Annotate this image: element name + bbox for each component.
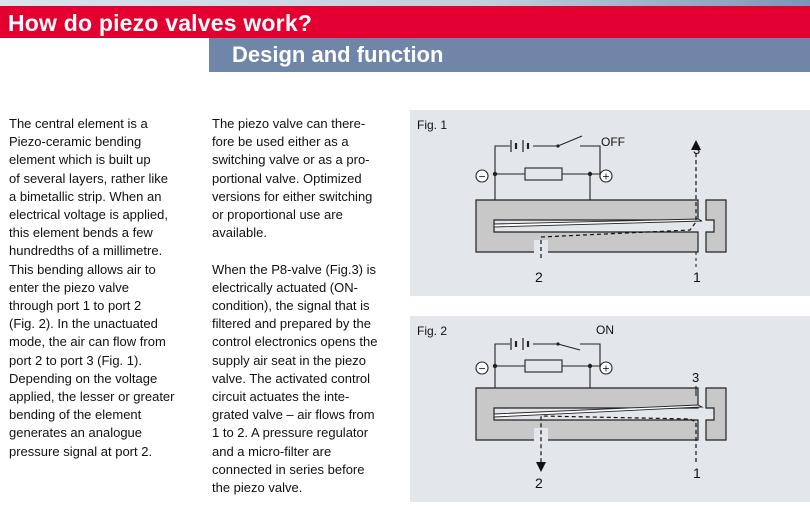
- valve-housing: [475, 387, 727, 441]
- figure-1-diagram: − + OFF 3 2 1: [475, 135, 727, 285]
- paragraph-central-element: The central element is a Piezo-ceramic b…: [9, 115, 199, 461]
- text-line: electrical voltage is applied,: [9, 207, 168, 223]
- bending-element: [493, 404, 704, 418]
- port-3-label: 3: [692, 370, 699, 385]
- text-line: or proportional use are: [212, 207, 343, 223]
- text-line: the piezo valve.: [212, 480, 303, 496]
- resistor-icon: [524, 359, 563, 373]
- port-1-label: 1: [693, 269, 701, 285]
- text-line: (Fig. 2). In the unactuated: [9, 316, 158, 332]
- subtitle-bar: [209, 38, 810, 72]
- top-stripe: [0, 0, 810, 6]
- junction-dot: [587, 171, 593, 177]
- title-bar: [0, 6, 810, 38]
- figure-1-panel: − + OFF 3 2 1 Fig. 1: [410, 110, 810, 296]
- text-line: control electronics opens the: [212, 334, 378, 350]
- text-line: hundredths of a millimetre.: [9, 243, 163, 259]
- resistor-icon: [524, 167, 563, 181]
- text-line: pressure signal at port 2.: [9, 443, 153, 459]
- text-line: enter the piezo valve: [9, 279, 129, 295]
- flow-arrow-head-icon: [691, 140, 701, 150]
- port-2-gap: [534, 240, 548, 253]
- text-line: and a micro-filter are: [212, 443, 332, 459]
- page-title: How do piezo valves work?: [8, 10, 313, 36]
- text-line: available.: [212, 225, 267, 241]
- text-line: The piezo valve can there-: [212, 116, 366, 131]
- text-line: Depending on the voltage: [9, 370, 158, 386]
- text-line: bending of the element: [9, 407, 142, 423]
- text-line: grated valve – air flows from: [212, 407, 375, 423]
- text-column-2: The piezo valve can there- fore be used …: [212, 115, 397, 497]
- text-line: this element bends a few: [9, 225, 153, 241]
- junction-dot: [587, 363, 593, 369]
- minus-terminal-icon: [475, 361, 489, 375]
- text-line: circuit actuates the inte-: [212, 389, 350, 405]
- state-label: ON: [596, 323, 614, 337]
- text-line: valve. The activated control: [212, 370, 371, 386]
- text-column-1: The central element is a Piezo-ceramic b…: [9, 115, 199, 461]
- paragraph-p8-valve: When the P8-valve (Fig.3) is electricall…: [212, 261, 397, 498]
- text-line: generates an analogue: [9, 425, 143, 441]
- text-line: connected in series before: [212, 461, 365, 477]
- switch-contact-icon: [556, 342, 560, 346]
- text-line: filtered and prepared by the: [212, 316, 371, 332]
- plus-terminal-icon: [599, 169, 613, 183]
- plus-terminal-icon: [599, 361, 613, 375]
- text-line: This bending allows air to: [9, 261, 156, 277]
- text-line: fore be used either as a: [212, 134, 349, 150]
- text-line: supply air seat in the piezo: [212, 352, 366, 368]
- text-line: through port 1 to port 2: [9, 298, 142, 314]
- battery-icon: [510, 140, 530, 152]
- port-3-label: 3: [693, 142, 700, 157]
- port-2-label: 2: [535, 269, 543, 285]
- text-line: portional valve. Optimized: [212, 170, 362, 186]
- switch-contact-icon: [556, 144, 560, 148]
- plus-label: +: [602, 170, 609, 184]
- text-line: element which is built up: [9, 152, 151, 168]
- text-line: port 2 to port 3 (Fig. 1).: [9, 352, 142, 368]
- state-label: OFF: [601, 135, 625, 149]
- minus-label: −: [478, 170, 485, 184]
- page-subtitle: Design and function: [232, 42, 444, 67]
- port-2-gap: [534, 428, 548, 441]
- paragraph-gap: [212, 242, 397, 260]
- plus-label: +: [602, 362, 609, 376]
- junction-dot: [492, 363, 498, 369]
- text-line: condition), the signal that is: [212, 298, 370, 314]
- paragraph-valve-usage: The piezo valve can there- fore be used …: [212, 115, 397, 242]
- text-line: 1 to 2. A pressure regulator: [212, 425, 369, 441]
- minus-label: −: [478, 362, 485, 376]
- port-1-label: 1: [693, 465, 701, 481]
- text-line: Piezo-ceramic bending: [9, 134, 142, 150]
- bending-element: [493, 218, 703, 228]
- text-line: switching valve or as a pro-: [212, 152, 370, 168]
- text-line: of several layers, rather like: [9, 170, 168, 186]
- port-2-label: 2: [535, 475, 543, 491]
- figure-2-panel: − + ON 3 2 1 Fig. 2: [410, 316, 810, 502]
- minus-terminal-icon: [475, 169, 489, 183]
- flow-arrow-head-icon: [536, 462, 546, 472]
- junction-dot: [492, 171, 498, 177]
- figure-2-label: Fig. 2: [417, 324, 448, 338]
- valve-housing: [475, 199, 727, 253]
- figure-2-diagram: − + ON 3 2 1: [475, 323, 727, 491]
- text-line: When the P8-valve (Fig.3) is: [212, 261, 377, 277]
- text-line: a bimetallic strip. When an: [9, 188, 162, 204]
- text-line: versions for either switching: [212, 188, 373, 204]
- flow-path-arrow: [540, 148, 697, 258]
- text-line: applied, the lesser or greater: [9, 389, 175, 405]
- text-line: electrically actuated (ON-: [212, 279, 358, 295]
- battery-icon: [510, 338, 530, 350]
- flow-path-arrow: [540, 415, 697, 464]
- figure-1-label: Fig. 1: [417, 118, 448, 132]
- text-line: mode, the air can flow from: [9, 334, 166, 350]
- text-line: The central element is a: [9, 116, 148, 131]
